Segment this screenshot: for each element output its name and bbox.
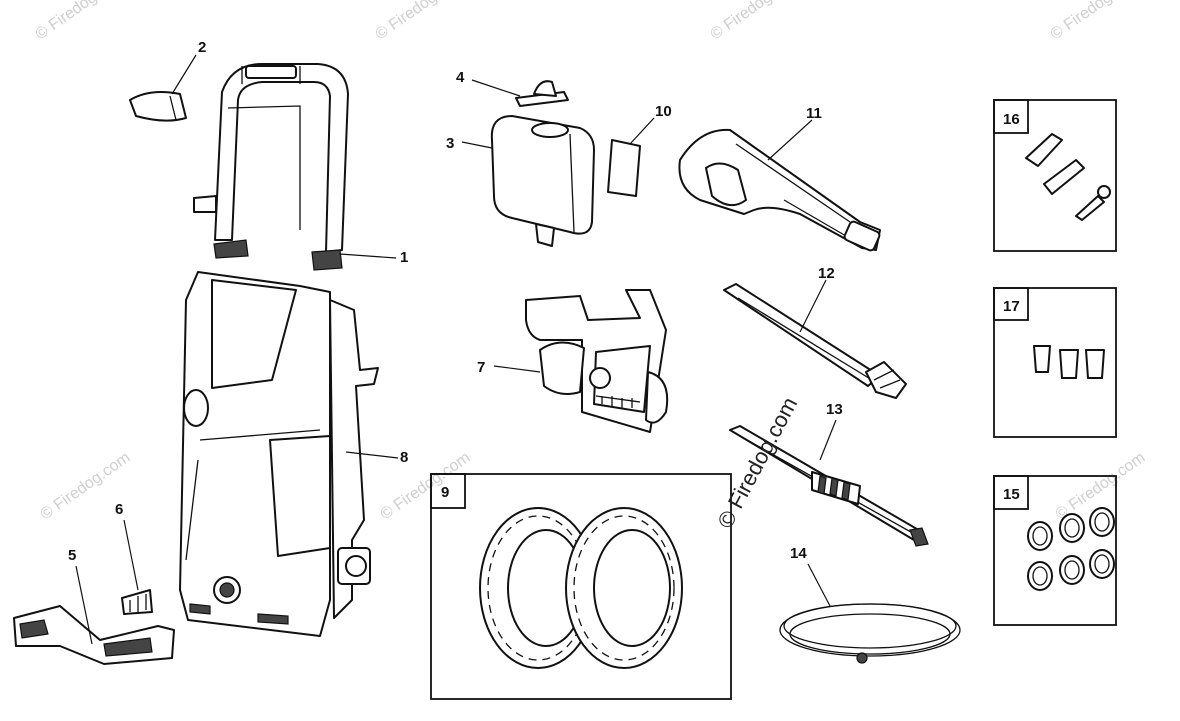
part-10-label: [607, 117, 655, 197]
callout-17: 17: [1003, 298, 1020, 315]
part-6-knob: [121, 519, 153, 615]
part-17-fittings-box: [993, 287, 1117, 438]
callout-15: 15: [1003, 486, 1020, 503]
part-7-hose-holder: [493, 289, 669, 433]
part-4-cap: [471, 79, 569, 107]
watermark-text: © Firedog.com: [373, 0, 469, 43]
part-15-o-rings-box: [993, 475, 1117, 626]
callout-10: 10: [655, 103, 672, 120]
callout-9: 9: [441, 484, 449, 501]
part-12-lance: [723, 279, 907, 399]
wheel-right: [565, 507, 683, 669]
callout-7: 7: [477, 359, 485, 376]
part-14-hose: [779, 563, 961, 664]
watermark-text: © Firedog.com: [1048, 0, 1144, 43]
wheel-left: [479, 507, 597, 669]
callout-2: 2: [198, 39, 206, 56]
watermark-text: © Firedog.com: [708, 0, 804, 43]
part-9-wheels-box: [430, 473, 732, 700]
callout-6: 6: [115, 501, 123, 518]
part-8-main-body: [179, 271, 399, 637]
callout-13: 13: [826, 401, 843, 418]
callout-11: 11: [806, 105, 822, 122]
part-1-handle: [193, 63, 397, 271]
callout-4: 4: [456, 69, 465, 86]
watermark-text: © Firedog.com: [378, 449, 474, 523]
part-2-handle-cap: [129, 54, 197, 122]
part-16-adapters-box: [993, 99, 1117, 252]
callout-16: 16: [1003, 111, 1020, 128]
part-5-feet: [13, 565, 175, 665]
callout-14: 14: [790, 545, 807, 562]
callout-12: 12: [818, 265, 835, 282]
callout-5: 5: [68, 547, 76, 564]
watermark-text: © Firedog.com: [33, 0, 129, 43]
callout-3: 3: [446, 135, 454, 152]
part-11-spray-gun: [678, 119, 881, 252]
callout-8: 8: [400, 449, 408, 466]
part-13-lance-nozzles: [729, 419, 929, 547]
part-3-tank: [461, 115, 595, 247]
callout-1: 1: [400, 249, 408, 266]
